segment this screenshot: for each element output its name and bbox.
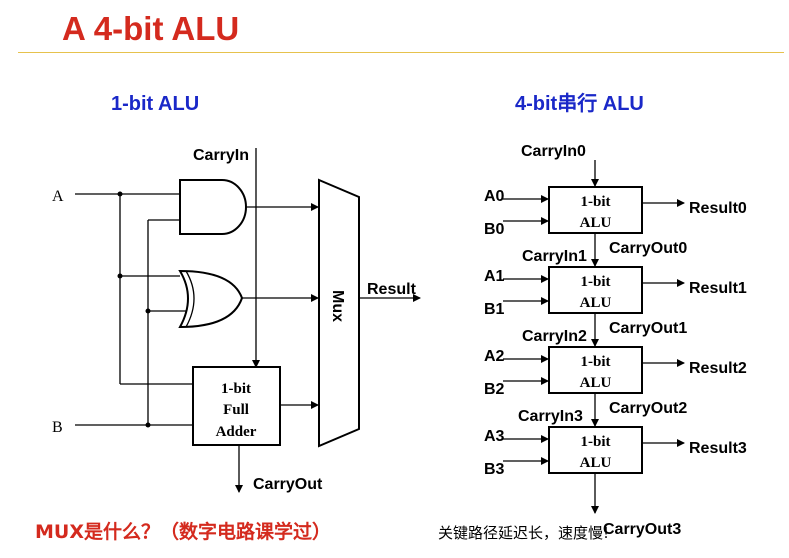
adder-line-1: 1-bit (221, 381, 251, 397)
input-b-label: B2 (484, 381, 505, 398)
alu-stage-line2: ALU (580, 375, 612, 391)
result-label: Result (367, 281, 417, 298)
result-label: Result1 (689, 280, 747, 297)
title-divider (18, 52, 784, 53)
carryout-label: CarryOut (253, 476, 323, 493)
full-adder-box (192, 366, 281, 446)
alu-stage-line1: 1-bit (581, 434, 611, 450)
result-label: Result0 (689, 200, 747, 217)
alu-stage-line2: ALU (580, 455, 612, 471)
junction-dot (145, 308, 151, 314)
or-gate-input-curve (185, 270, 195, 328)
right-heading: 4-bit串行 ALU (515, 91, 644, 115)
and-gate-icon (179, 179, 247, 235)
mux-question: MUX是什么？（数字电路课学过） (35, 520, 331, 543)
input-a-label: A3 (484, 428, 505, 445)
or-gate-icon (178, 269, 244, 329)
junction-dot (145, 422, 151, 428)
input-b-label: B1 (484, 301, 505, 318)
adder-line-2: Full (223, 402, 249, 418)
alu-stage-box-3 (548, 426, 643, 474)
slide-title: A 4-bit ALU (62, 10, 240, 47)
mux-block (318, 178, 360, 448)
input-b-label: B (52, 419, 63, 436)
carryin0-label: CarryIn0 (521, 143, 586, 160)
mux-label: Mux (329, 290, 346, 322)
alu-stage-box-0 (548, 186, 643, 234)
critical-path-note: 关键路径延迟长，速度慢! (438, 524, 609, 542)
alu-stage-line2: ALU (580, 215, 612, 231)
carryin-label: CarryIn (193, 147, 249, 164)
input-a-label: A0 (484, 188, 505, 205)
input-b-label: B0 (484, 221, 505, 238)
input-a-label: A (52, 188, 64, 205)
carryout-label: CarryOut2 (609, 400, 687, 417)
result-label: Result2 (689, 360, 747, 377)
alu-stage-line1: 1-bit (581, 194, 611, 210)
alu-stage-line1: 1-bit (581, 274, 611, 290)
alu-stage-box-2 (548, 346, 643, 394)
carryin-label: CarryIn2 (522, 328, 587, 345)
result-label: Result3 (689, 440, 747, 457)
carryout-label: CarryOut1 (609, 320, 687, 337)
input-b-label: B3 (484, 461, 505, 478)
alu-stages: 1-bitALUA0B0Result0CarryOut01-bitALUA1B1… (484, 186, 747, 538)
junction-dot (117, 191, 123, 197)
junction-dot (117, 273, 123, 279)
alu-stage-line2: ALU (580, 295, 612, 311)
alu-stage-line1: 1-bit (581, 354, 611, 370)
alu-stage-box-1 (548, 266, 643, 314)
adder-line-3: Adder (216, 424, 257, 440)
carryin-label: CarryIn1 (522, 248, 587, 265)
carryout-label: CarryOut0 (609, 240, 687, 257)
left-wires (75, 148, 421, 493)
input-a-label: A2 (484, 348, 505, 365)
input-a-label: A1 (484, 268, 505, 285)
carryin-label: CarryIn3 (518, 408, 583, 425)
left-heading: 1-bit ALU (111, 93, 199, 115)
carryout-label: CarryOut3 (603, 521, 681, 538)
